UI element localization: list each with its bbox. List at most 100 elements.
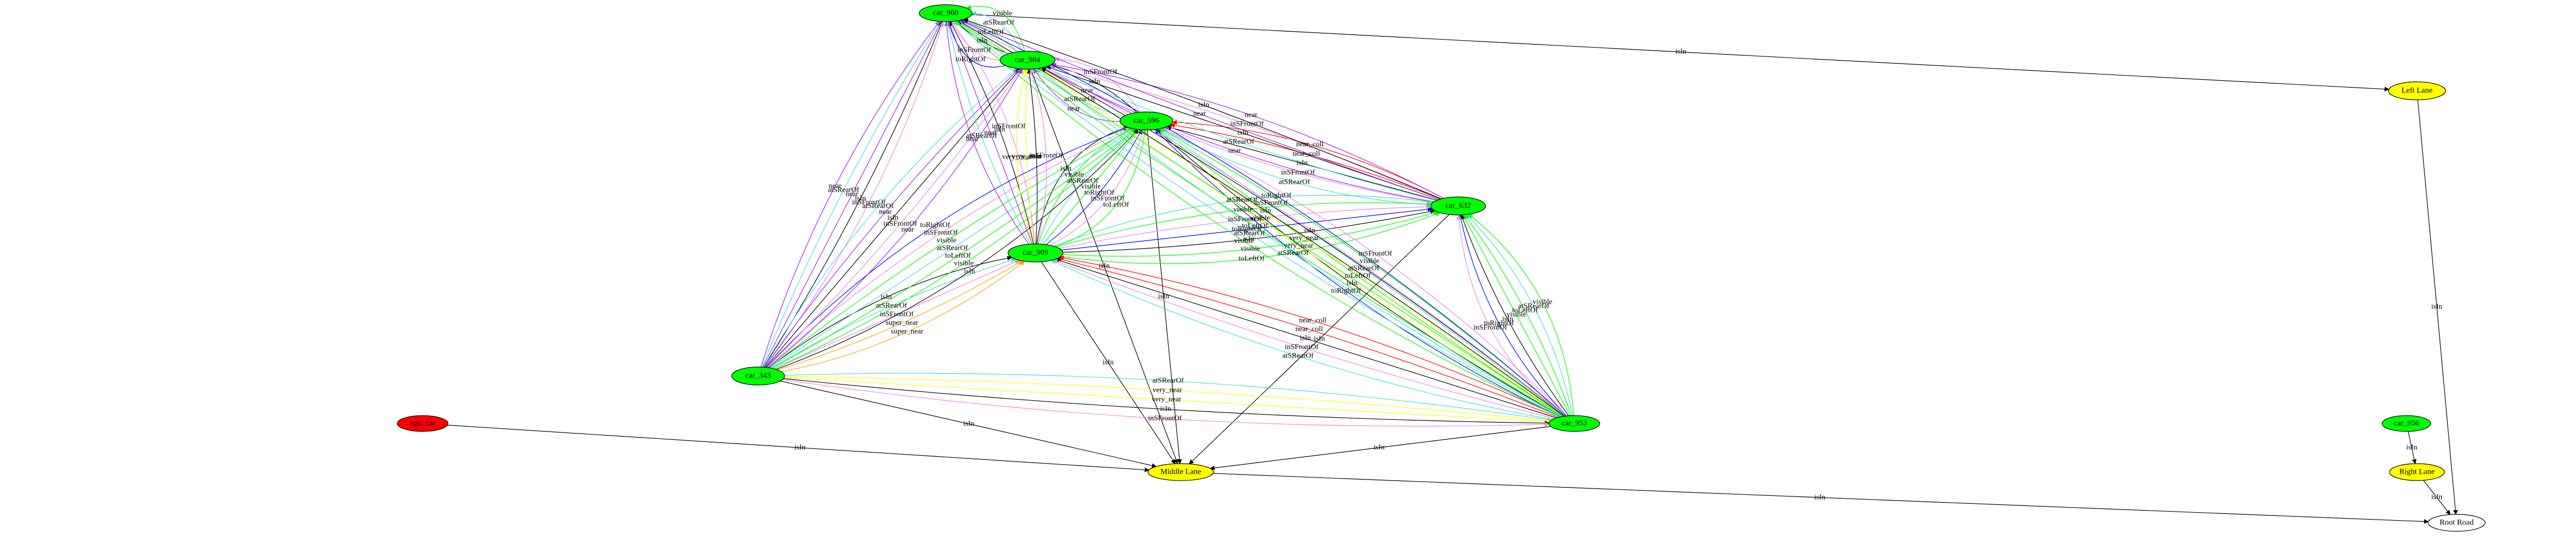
node-car-596: car_596 — [1119, 111, 1173, 130]
edge-label-isIn: isIn — [1237, 129, 1248, 137]
edge-car_909-car_960-near — [944, 21, 1030, 245]
edge-car_953-car_984-atSRearOf — [1038, 68, 1562, 417]
edge-car_960-left_lane-isIn — [972, 14, 2390, 92]
edge-label-atSRearOf: atSRearOf — [1277, 249, 1309, 257]
edge-car_956-right_lane-isIn — [2407, 431, 2417, 464]
edge-label-visible: visible — [1240, 245, 1260, 253]
edge-label-atSRearOf: atSRearOf — [983, 18, 1014, 26]
edge-label-visible: visible — [1234, 237, 1254, 245]
edge-label-toLeftOf: toLeftOf — [1103, 201, 1129, 209]
edge-car_632-car_596-near-coll — [1172, 120, 1444, 199]
node-shape-car — [1007, 243, 1063, 262]
edge-label-inSFrontOf: inSFrontOf — [957, 46, 991, 54]
edge-label-inSFrontOf: inSFrontOf — [1084, 68, 1117, 76]
edge-label-atSRearOf: atSRearOf — [828, 186, 859, 194]
edge-car_632-car_596-atSRearOf — [1160, 128, 1431, 205]
edge-car_953-car_960-visible — [957, 20, 1564, 417]
node-label: car_632 — [1445, 201, 1471, 210]
edge-car_953-car_909-near-coll — [1057, 257, 1559, 418]
edge-label-visible: visible — [993, 10, 1012, 17]
node-label: car_953 — [1562, 419, 1587, 427]
edge-label-isIn: isIn — [1099, 262, 1110, 270]
edge-label-isIn: isIn — [1304, 227, 1315, 234]
edge-car_343-car_960-near — [760, 21, 940, 368]
edge-car_632-car_960-isIn — [963, 18, 1442, 200]
edge-car_343-car_596-toRightOf — [766, 127, 1129, 368]
edge-car_343-car_984-atSRearOf — [763, 68, 1018, 368]
edge-label-isIn: isIn — [1260, 207, 1271, 215]
edge-car_953-car_596-toRightOf — [1154, 129, 1561, 417]
edge-car_596-car_984-inSFrontOf — [1054, 57, 1141, 112]
edge-car_343-car_984-inSFrontOf — [766, 68, 1022, 368]
node-left-lane: Left Lane — [2388, 81, 2446, 100]
node-label: car_960 — [933, 8, 958, 17]
edge-label-isIn: isIn — [1060, 165, 1071, 173]
edge-car_632-car_596-isIn — [1166, 125, 1438, 201]
edge-label-toRightOf: toRightOf — [920, 221, 950, 229]
edge-label-isIn: isIn — [1314, 335, 1325, 343]
edge-label-isIn: isIn — [994, 126, 1005, 134]
node-layer: car_960car_984car_596car_632car_909car_3… — [397, 4, 2486, 532]
edge-label-isIn: isIn — [1158, 293, 1169, 300]
node-car-956: car_956 — [2382, 415, 2431, 432]
node-car-960: car_960 — [919, 4, 973, 22]
edge-label-atSRearOf: atSRearOf — [937, 245, 968, 252]
edge-label-atSRearOf: atSRearOf — [1282, 352, 1313, 360]
node-label: ego_car — [410, 419, 435, 427]
edge-label-near: near — [1081, 87, 1094, 95]
edge-car_953-car_960-atSRearOf — [955, 21, 1562, 417]
node-shape-car — [2382, 415, 2431, 432]
edge-label-isIn: isIn — [2431, 303, 2442, 311]
edge-label-near-coll: near_coll — [1295, 325, 1323, 333]
edge-car_953-car_632-isIn — [1460, 214, 1569, 416]
edge-label-near-coll: near_coll — [1293, 150, 1320, 158]
edge-label-near: near — [846, 190, 858, 198]
edge-car_953-car_596-inSFrontOf — [1161, 128, 1567, 417]
edge-car_632-middle_lane-isIn — [1189, 214, 1450, 465]
edge-car_632-car_960-near — [961, 19, 1440, 200]
edge-label-toLeftOf: toLeftOf — [1512, 307, 1538, 315]
edge-label-inSFrontOf: inSFrontOf — [1285, 343, 1319, 351]
edge-car_909-car_632-toLeftOf — [1060, 212, 1441, 264]
edge-car_596-car_984-atSRearOf — [1037, 68, 1124, 117]
edge-label-toLeftOf: toLeftOf — [945, 252, 971, 260]
node-label: Root Road — [2440, 518, 2474, 526]
node-root-road: Root Road — [2428, 514, 2486, 532]
node-ego-car: ego_car — [397, 415, 449, 432]
edge-label-very-near: very_near — [1152, 396, 1181, 403]
edge-car_632-car_984-near — [1041, 67, 1434, 202]
edge-left_lane-root_road-isIn — [2417, 99, 2458, 515]
edge-label-inSFrontOf: inSFrontOf — [1029, 152, 1063, 160]
edge-car_343-car_953-very-near — [784, 376, 1551, 423]
edge-car_953-car_632-visible — [1468, 214, 1574, 416]
node-car-984: car_984 — [1000, 51, 1056, 70]
edge-label-isIn: isIn — [1675, 48, 1686, 56]
edge-car_909-car_960-isIn — [950, 21, 1034, 245]
edge-car_343-middle_lane-isIn — [780, 380, 1157, 468]
edge-label-near: near — [1193, 110, 1206, 118]
edge-label-toRightOf: toRightOf — [1331, 287, 1361, 295]
edge-car_343-car_953-very-near — [784, 377, 1550, 425]
edge-label-visible: visible — [1533, 298, 1552, 306]
edge-label-very-near: very_near — [1289, 234, 1319, 242]
edge-label-toLeftOf: toLeftOf — [1345, 272, 1371, 280]
edge-car_343-car_953-inSFrontOf — [782, 379, 1550, 427]
edge-label-isIn: isIn — [1374, 444, 1385, 452]
edge-label-inSFrontOf: inSFrontOf — [924, 229, 958, 237]
node-shape-car — [731, 366, 785, 385]
edge-car_953-car_632-toLeftOf — [1464, 214, 1572, 416]
edge-car_953-car_596-toLeftOf — [1156, 128, 1564, 417]
edge-car_953-car_909-inSFrontOf — [1052, 259, 1555, 419]
node-car-909: car_909 — [1007, 243, 1063, 262]
edge-label-atSRearOf: atSRearOf — [1064, 96, 1095, 104]
edge-car_953-car_632-toRightOf — [1458, 214, 1567, 417]
edge-label-visible: visible — [1081, 183, 1100, 191]
node-label: car_984 — [1015, 55, 1041, 64]
edge-label-isIn: isIn — [1103, 359, 1114, 366]
edge-label-isIn: isIn — [976, 37, 987, 45]
edge-label-isIn: isIn — [881, 293, 892, 301]
edge-right_lane-root_road-isIn — [2423, 480, 2451, 515]
edge-car_953-car_960-inSFrontOf — [959, 20, 1565, 417]
edge-car_343-car_953-atSRearOf — [784, 373, 1552, 422]
node-middle-lane: Middle Lane — [1147, 463, 1214, 481]
